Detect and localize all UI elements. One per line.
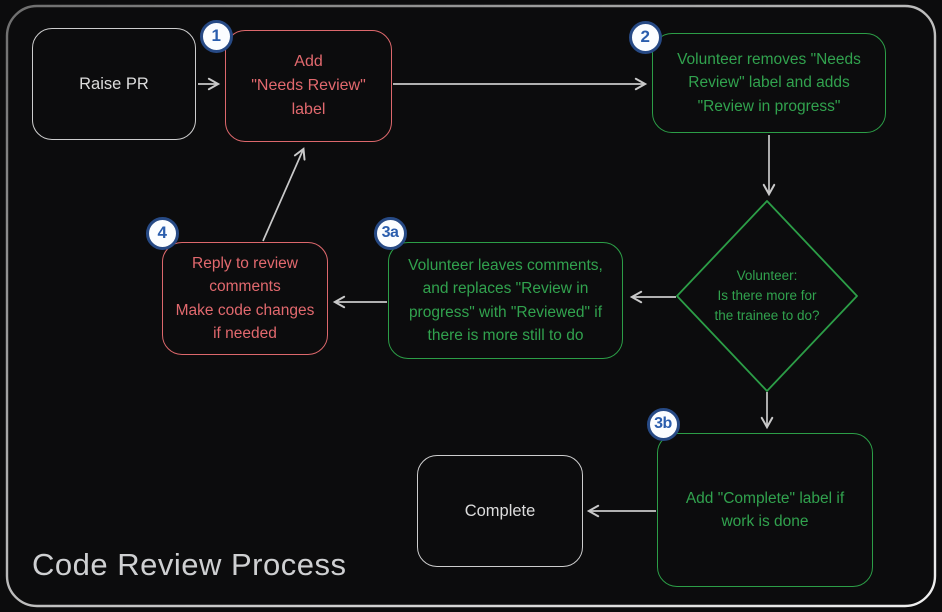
badge-step-3b: 3b bbox=[646, 407, 680, 441]
node-volunteer-leaves-text: Volunteer leaves comments, and replaces … bbox=[408, 257, 603, 344]
node-add-needs-review-label: Add "Needs Review" label bbox=[225, 30, 392, 142]
node-raise-pr: Raise PR bbox=[32, 28, 196, 140]
badge-step-3a: 3a bbox=[373, 216, 407, 250]
node-volunteer-removes-text: Volunteer removes "Needs Review" label a… bbox=[677, 51, 861, 115]
node-add-complete-label: Add "Complete" label if work is done bbox=[657, 433, 873, 587]
node-reply-to-review-comments: Reply to review comments Make code chang… bbox=[162, 242, 328, 355]
arrow-step4-to-step1 bbox=[262, 147, 306, 242]
node-add-needs-review-text: Add "Needs Review" label bbox=[251, 53, 366, 118]
outer-frame-border bbox=[5, 4, 937, 608]
node-reply-to-comments-text: Reply to review comments Make code chang… bbox=[175, 255, 315, 342]
badge-step-4: 4 bbox=[145, 216, 179, 250]
badge-step-2: 2 bbox=[628, 20, 662, 54]
badge-step-1: 1 bbox=[199, 19, 233, 53]
node-raise-pr-label: Raise PR bbox=[79, 74, 149, 93]
node-add-complete-text: Add "Complete" label if work is done bbox=[685, 489, 845, 530]
node-complete-label: Complete bbox=[464, 501, 536, 520]
node-decision-text: Volunteer: Is there more for the trainee… bbox=[714, 267, 820, 324]
node-decision-text-block: Volunteer: Is there more for the trainee… bbox=[672, 246, 862, 346]
page-title: Code Review Process bbox=[32, 547, 347, 582]
decision-diamond-shape bbox=[676, 200, 858, 392]
node-volunteer-removes-label: Volunteer removes "Needs Review" label a… bbox=[652, 33, 886, 133]
node-volunteer-leaves-comments: Volunteer leaves comments, and replaces … bbox=[388, 242, 623, 359]
node-complete: Complete bbox=[417, 455, 583, 567]
